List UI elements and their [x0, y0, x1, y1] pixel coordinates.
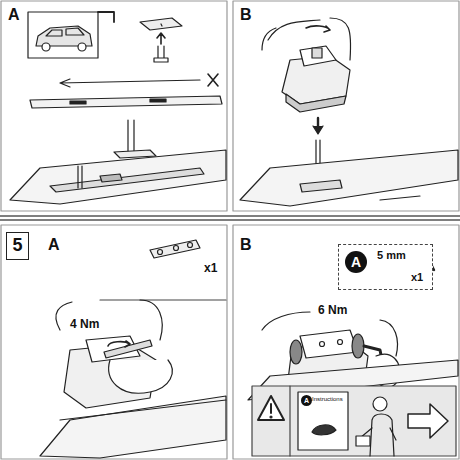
rack-foot: [240, 18, 458, 206]
label: 4 Nm: [70, 318, 99, 331]
label: A: [8, 6, 20, 24]
circled-letter: A: [301, 395, 312, 406]
label: 6 Nm: [318, 304, 347, 317]
rack-bar: [30, 74, 222, 108]
warning-box: [252, 386, 456, 456]
label: B: [240, 236, 252, 254]
bolt-plate: [140, 18, 182, 62]
label: A: [48, 236, 60, 254]
adapter-plate: [100, 240, 226, 300]
panel-frame: [1, 1, 227, 211]
divider: [0, 219, 460, 221]
bolt-rail: [10, 120, 226, 204]
divider: [0, 215, 460, 217]
tool-box: A 5 mm x1: [338, 244, 433, 290]
panel-frame: [233, 225, 459, 459]
car-inset: [28, 12, 114, 58]
label: Instructions: [312, 396, 343, 403]
label: x1: [204, 262, 217, 275]
panel-frame: [233, 1, 459, 211]
tool-spec: 5 mm: [377, 249, 406, 261]
tool-badge: A: [345, 251, 367, 273]
label: B: [240, 6, 252, 24]
panel-frame: [1, 225, 227, 459]
tool-spec: x1: [411, 271, 423, 283]
step-number-box: 5: [6, 232, 29, 260]
step-number: 5: [7, 233, 28, 256]
foot-tighten: [40, 300, 226, 458]
